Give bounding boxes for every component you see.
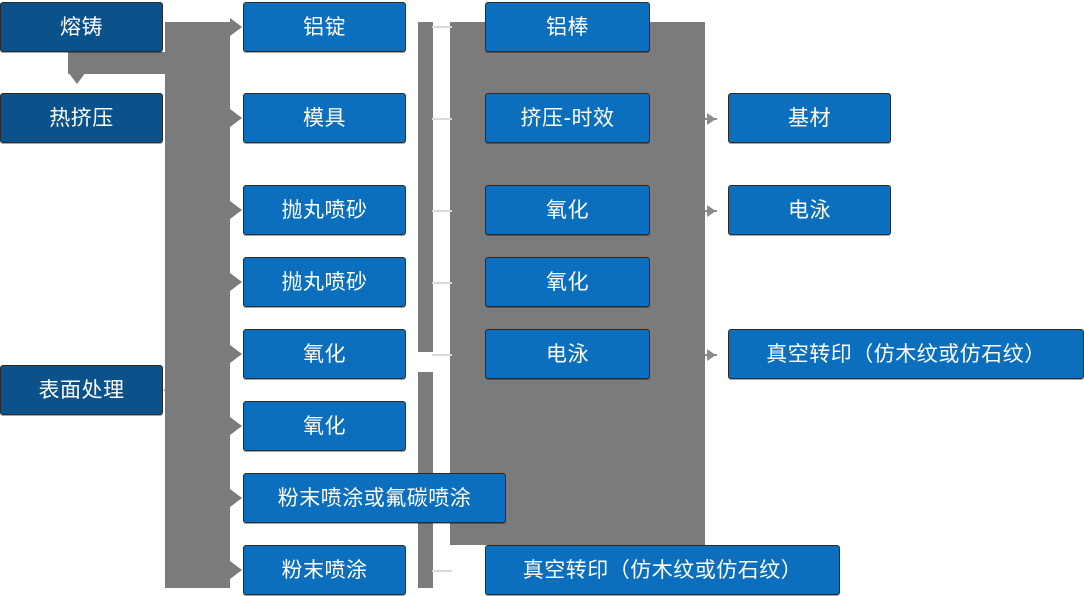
node-label: 模具: [303, 105, 346, 130]
node-out-electrophoresis[interactable]: 电泳: [728, 185, 891, 235]
node-op-oxidation-1[interactable]: 氧化: [243, 329, 406, 379]
node-label: 电泳: [546, 341, 589, 366]
node-label: 真空转印（仿木纹或仿石纹）: [522, 557, 803, 582]
rule-stub-4: [432, 282, 452, 284]
node-label: 铝锭: [303, 14, 346, 39]
node-label: 铝棒: [546, 14, 589, 39]
rule-stub-5: [432, 354, 452, 356]
node-proc-extrusion-aging[interactable]: 挤压-时效: [485, 93, 650, 143]
node-stage-surface-treatment[interactable]: 表面处理: [0, 365, 163, 415]
node-stage-hot-extrusion[interactable]: 热挤压: [0, 93, 163, 143]
node-op-shot-blasting-2[interactable]: 抛丸喷砂: [243, 257, 406, 307]
node-label: 氧化: [303, 413, 346, 438]
connector-arrow-op1: [230, 18, 242, 36]
connector-trunk-operations: [418, 22, 433, 352]
connector-arrow-op8: [230, 561, 242, 579]
connector-arrow-stage2: [68, 72, 86, 84]
node-label: 挤压-时效: [520, 105, 615, 130]
node-label: 基材: [788, 105, 831, 130]
connector-arrow-op2: [230, 109, 242, 127]
connector-stage3-stub: [165, 365, 230, 415]
node-stage-melting[interactable]: 熔铸: [0, 2, 163, 52]
connector-arrow-op3: [230, 201, 242, 219]
node-label: 粉末喷涂: [281, 557, 368, 582]
arrow-head-out2: [707, 205, 716, 217]
connector-arrow-op4: [230, 273, 242, 291]
node-label: 熔铸: [60, 14, 103, 39]
node-proc-oxidation-2[interactable]: 氧化: [485, 257, 650, 307]
connector-arrow-op6: [230, 417, 242, 435]
node-label: 抛丸喷砂: [281, 269, 368, 294]
node-label: 真空转印（仿木纹或仿石纹）: [766, 341, 1046, 366]
node-label: 表面处理: [38, 377, 125, 402]
arrow-head-out1: [707, 113, 716, 125]
node-label: 粉末喷涂或氟碳喷涂: [277, 485, 472, 510]
rule-stub-2: [432, 118, 452, 120]
node-label: 氧化: [546, 269, 589, 294]
node-proc-vacuum-transfer-print[interactable]: 真空转印（仿木纹或仿石纹）: [485, 545, 840, 595]
node-op-shot-blasting-1[interactable]: 抛丸喷砂: [243, 185, 406, 235]
node-op-powder-coating[interactable]: 粉末喷涂: [243, 545, 406, 595]
node-op-powder-or-fluorocarbon-coating[interactable]: 粉末喷涂或氟碳喷涂: [243, 473, 506, 523]
node-proc-oxidation-1[interactable]: 氧化: [485, 185, 650, 235]
rule-stub-6: [432, 570, 452, 572]
arrow-head-out3: [707, 349, 716, 361]
node-proc-electrophoresis[interactable]: 电泳: [485, 329, 650, 379]
node-label: 热挤压: [49, 105, 114, 130]
node-op-aluminum-ingot[interactable]: 铝锭: [243, 2, 406, 52]
rule-stub-3: [432, 210, 452, 212]
connector-stage1-stage2: [68, 52, 168, 74]
node-op-mold[interactable]: 模具: [243, 93, 406, 143]
node-out-base-material[interactable]: 基材: [728, 93, 891, 143]
node-op-oxidation-2[interactable]: 氧化: [243, 401, 406, 451]
connector-arrow-op5: [230, 345, 242, 363]
connector-trunk-stages: [165, 22, 230, 588]
node-proc-aluminum-bar[interactable]: 铝棒: [485, 2, 650, 52]
node-label: 电泳: [788, 197, 831, 222]
node-label: 抛丸喷砂: [281, 197, 368, 222]
node-label: 氧化: [546, 197, 589, 222]
rule-stub-1: [432, 26, 452, 28]
connector-arrow-op7: [230, 489, 242, 507]
node-label: 氧化: [303, 341, 346, 366]
node-out-vacuum-transfer-print[interactable]: 真空转印（仿木纹或仿石纹）: [728, 329, 1084, 379]
